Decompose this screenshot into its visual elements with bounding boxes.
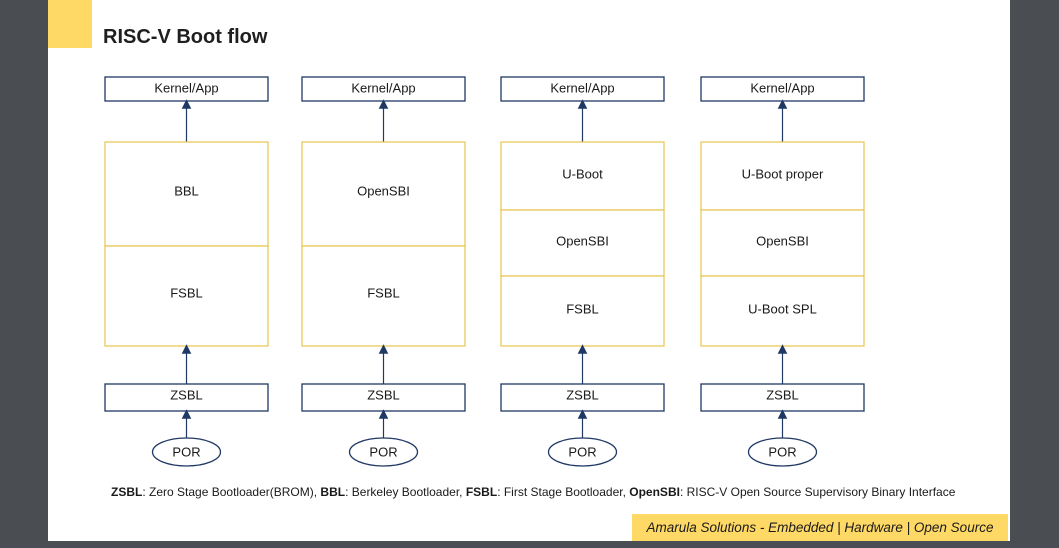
- por-ellipse: [747, 437, 818, 467]
- zsbl-label: ZSBL: [566, 387, 599, 402]
- boot-stage-box: [700, 275, 865, 347]
- boot-stage-box: [301, 245, 466, 347]
- kernel-label: Kernel/App: [351, 80, 415, 95]
- boot-stage-box: [500, 209, 665, 277]
- boot-stage-box: [104, 141, 269, 247]
- zsbl-label: ZSBL: [766, 387, 799, 402]
- zsbl-label: ZSBL: [367, 387, 400, 402]
- por-ellipse: [348, 437, 419, 467]
- por-label: POR: [172, 444, 200, 459]
- kernel-label: Kernel/App: [550, 80, 614, 95]
- legend-description: : Zero Stage Bootloader(BROM),: [142, 485, 321, 499]
- boot-stage-label: U-Boot SPL: [748, 301, 817, 316]
- slide-title: RISC-V Boot flow: [103, 26, 268, 48]
- legend-description: : Berkeley Bootloader,: [345, 485, 466, 499]
- boot-stage-box: [500, 141, 665, 211]
- por-label: POR: [369, 444, 397, 459]
- boot-stage-label: OpenSBI: [756, 233, 809, 248]
- boot-stage-label: OpenSBI: [556, 233, 609, 248]
- kernel-box: [500, 76, 665, 102]
- boot-stage-box: [500, 275, 665, 347]
- zsbl-box: [500, 383, 665, 412]
- footer-banner: Amarula Solutions - Embedded | Hardware …: [632, 514, 1008, 541]
- boot-stage-label: OpenSBI: [357, 183, 410, 198]
- boot-stage-box: [104, 245, 269, 347]
- legend-term: ZSBL: [111, 485, 143, 499]
- legend-description: : First Stage Bootloader,: [497, 485, 630, 499]
- kernel-box: [104, 76, 269, 102]
- boot-stage-label: BBL: [174, 183, 199, 198]
- zsbl-box: [104, 383, 269, 412]
- por-label: POR: [568, 444, 596, 459]
- legend-term: OpenSBI: [629, 485, 680, 499]
- legend-description: : RISC-V Open Source Supervisory Binary …: [679, 485, 956, 499]
- legend-term: FSBL: [465, 485, 498, 499]
- zsbl-box: [301, 383, 466, 412]
- boot-stage-box: [700, 141, 865, 211]
- boot-stage-label: U-Boot: [562, 166, 603, 181]
- por-ellipse: [547, 437, 618, 467]
- boot-stage-label: U-Boot proper: [742, 166, 824, 181]
- zsbl-box: [700, 383, 865, 412]
- kernel-label: Kernel/App: [750, 80, 814, 95]
- por-label: POR: [768, 444, 796, 459]
- boot-flow-diagram: Kernel/AppBBLFSBLZSBLPORKernel/AppOpenSB…: [104, 76, 865, 467]
- kernel-box: [301, 76, 466, 102]
- boot-stage-box: [700, 209, 865, 277]
- boot-stage-label: FSBL: [367, 285, 400, 300]
- por-ellipse: [151, 437, 222, 467]
- boot-stage-label: FSBL: [566, 301, 599, 316]
- legend-term: BBL: [320, 485, 346, 499]
- zsbl-label: ZSBL: [170, 387, 203, 402]
- legend: ZSBL: Zero Stage Bootloader(BROM), BBL: …: [111, 485, 955, 499]
- kernel-box: [700, 76, 865, 102]
- boot-stage-box: [301, 141, 466, 247]
- kernel-label: Kernel/App: [154, 80, 218, 95]
- boot-stage-label: FSBL: [170, 285, 203, 300]
- accent-square: [48, 0, 92, 48]
